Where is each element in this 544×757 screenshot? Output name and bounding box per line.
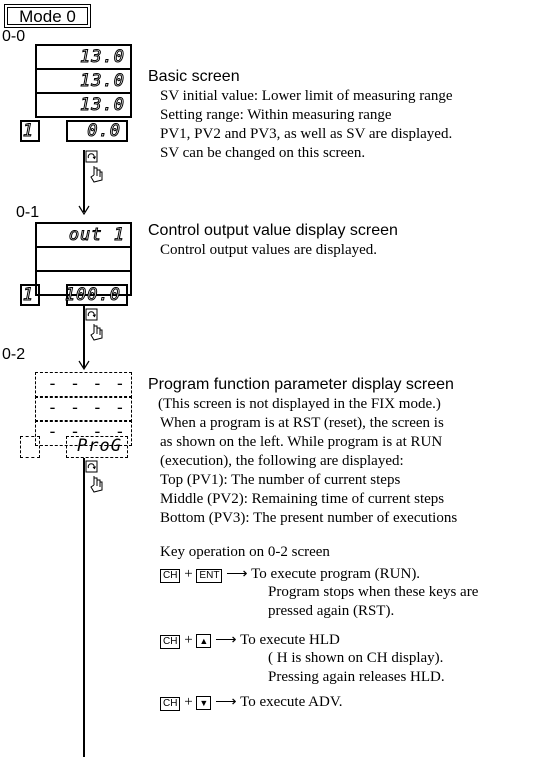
ch-value: 1 (22, 285, 34, 306)
ch-display-0-0: 1 (20, 120, 40, 142)
pv3-display-0-1 (35, 270, 132, 296)
press-key-icon (85, 308, 103, 341)
body-line: Top (PV1): The number of current steps (160, 472, 401, 488)
ch-key-icon: CH (160, 635, 181, 649)
body-line: PV1, PV2 and PV3, as well as SV are disp… (160, 126, 453, 142)
sv-display-0-2: ProG (66, 436, 128, 458)
key-op-line: To execute program (RUN). (251, 566, 421, 582)
section-title-0-1: Control output value display screen (148, 222, 398, 239)
arrow-right-icon: ⟶ (215, 632, 237, 648)
ch-display-0-2 (20, 436, 40, 458)
down-arrow-icon (78, 205, 90, 215)
key-op-line: ( H is shown on CH display). (268, 650, 444, 666)
flow-line (83, 458, 85, 757)
key-operation-heading: Key operation on 0-2 screen (160, 544, 330, 560)
key-op-line: Program stops when these keys are (268, 584, 479, 600)
down-key-icon: ▼ (196, 696, 212, 710)
press-key-icon (85, 460, 103, 493)
pv1-display-0-0: 13.0 (35, 44, 132, 70)
section-id-0-1: 0-1 (16, 204, 40, 221)
section-title-0-2: Program function parameter display scree… (148, 376, 454, 393)
key-op-line: Pressing again releases HLD. (268, 669, 445, 685)
pv1-value: out 1 (68, 225, 125, 246)
body-line: Control output values are displayed. (160, 242, 378, 258)
flow-line (83, 150, 85, 212)
section-id-0-2: 0-2 (2, 346, 26, 363)
sv-value: ProG (77, 436, 122, 456)
body-line: Setting range: Within measuring range (160, 107, 392, 123)
pv2-value: - - - - (47, 398, 126, 418)
key-op-line: To execute HLD (240, 632, 340, 648)
mode-label-box: Mode 0 (4, 4, 91, 28)
body-line: (This screen is not displayed in the FIX… (158, 396, 441, 412)
sv-display-0-0: 0.0 (66, 120, 128, 142)
pv2-display-0-0: 13.0 (35, 68, 132, 94)
ch-value: 1 (22, 121, 34, 142)
sv-display-0-1: 100.0 (64, 284, 128, 306)
body-line: SV initial value: Lower limit of measuri… (160, 88, 453, 104)
arrow-right-icon: ⟶ (215, 694, 237, 710)
pv2-value: 13.0 (80, 71, 125, 92)
pv2-display-0-2: - - - - (35, 396, 132, 422)
key-op-2: CH + ▲ ⟶ To execute HLD (160, 630, 340, 649)
pv2-display-0-1 (35, 246, 132, 272)
up-key-icon: ▲ (196, 634, 212, 648)
body-line: as shown on the left. While program is a… (160, 434, 443, 450)
key-op-line: To execute ADV. (240, 694, 343, 710)
sv-value: 100.0 (64, 285, 121, 306)
section-title-0-0: Basic screen (148, 68, 240, 85)
ch-display-0-1: 1 (20, 284, 40, 306)
ent-key-icon: ENT (196, 569, 223, 583)
pv1-value: 13.0 (80, 47, 125, 68)
flow-line (83, 306, 85, 368)
press-key-icon (85, 150, 103, 183)
section-id-0-0: 0-0 (2, 28, 26, 45)
body-line: SV can be changed on this screen. (160, 145, 366, 161)
body-line: Bottom (PV3): The present number of exec… (160, 510, 458, 526)
pv1-display-0-2: - - - - (35, 372, 132, 398)
body-line: Middle (PV2): Remaining time of current … (160, 491, 445, 507)
pv3-value: 13.0 (80, 95, 125, 116)
mode-label: Mode 0 (19, 7, 76, 26)
pv3-display-0-0: 13.0 (35, 92, 132, 118)
arrow-right-icon: ⟶ (226, 566, 248, 582)
pv1-value: - - - - (47, 374, 126, 394)
key-op-3: CH + ▼ ⟶ To execute ADV. (160, 692, 343, 711)
ch-key-icon: CH (160, 569, 181, 583)
pv1-display-0-1: out 1 (35, 222, 132, 248)
body-line: (execution), the following are displayed… (160, 453, 404, 469)
sv-value: 0.0 (87, 121, 121, 142)
body-line: When a program is at RST (reset), the sc… (160, 415, 444, 431)
key-op-1: CH + ENT ⟶ To execute program (RUN). (160, 564, 420, 583)
down-arrow-icon (78, 360, 90, 370)
key-op-line: pressed again (RST). (268, 603, 395, 619)
ch-key-icon: CH (160, 697, 181, 711)
